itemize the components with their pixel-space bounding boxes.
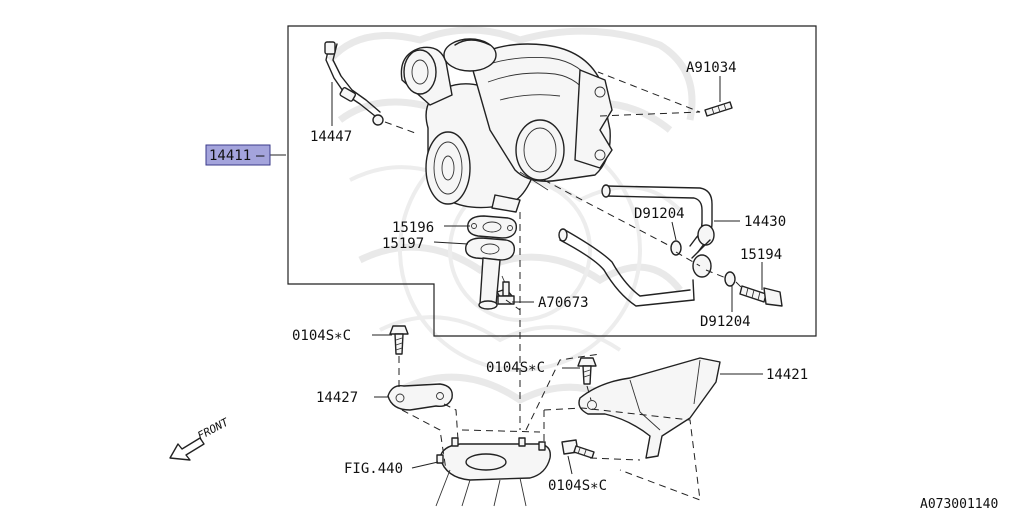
leader-lines [270, 76, 763, 475]
bolt-0104SC-lower[interactable] [561, 439, 595, 459]
callout-14447[interactable]: 14447 [310, 129, 352, 145]
callout-0104SC-middle[interactable]: 0104S∗C [486, 360, 545, 376]
gasket-15196[interactable] [467, 215, 518, 239]
callout-A70673[interactable]: A70673 [538, 295, 589, 311]
exhaust-flange-fig440[interactable] [435, 437, 551, 507]
oil-pipe-14447[interactable] [324, 41, 384, 126]
background-watermark [327, 26, 696, 413]
callout-14421[interactable]: 14421 [766, 367, 808, 383]
washer-D91204-lower[interactable] [724, 271, 736, 287]
bracket-14421[interactable] [578, 357, 721, 459]
water-pipe-14430[interactable] [558, 184, 715, 307]
callout-14427[interactable]: 14427 [316, 390, 358, 406]
stay-14427[interactable] [387, 383, 453, 411]
washer-D91204-upper[interactable] [670, 240, 682, 256]
callout-D91204-lower[interactable]: D91204 [700, 314, 751, 330]
callout-14430[interactable]: 14430 [744, 214, 786, 230]
front-label: FRONT [195, 415, 232, 443]
callout-15196[interactable]: 15196 [392, 220, 434, 236]
assembly-dash-lines [384, 71, 745, 501]
gasket-15197[interactable] [465, 237, 516, 261]
callout-14411[interactable]: 14411 [209, 148, 251, 164]
front-direction-indicator: FRONT [169, 415, 232, 461]
callout-14411-dash: — [256, 148, 265, 164]
callout-A91034[interactable]: A91034 [686, 60, 737, 76]
callout-0104SC-top[interactable]: 0104S∗C [292, 328, 351, 344]
bolt-0104SC-middle[interactable] [577, 357, 597, 385]
callout-0104SC-lower[interactable]: 0104S∗C [548, 478, 607, 494]
highlight-14411 [205, 144, 271, 166]
callout-15194[interactable]: 15194 [740, 247, 782, 263]
callout-D91204-upper[interactable]: D91204 [634, 206, 685, 222]
front-arrow-icon [169, 437, 205, 461]
union-bolt-15194[interactable] [739, 285, 783, 307]
callout-15197[interactable]: 15197 [382, 236, 424, 252]
figure-id: A073001140 [920, 497, 998, 512]
bolt-0104SC-top-left[interactable] [389, 325, 409, 355]
group-frame [287, 25, 817, 337]
callout-FIG440[interactable]: FIG.440 [344, 461, 403, 477]
turbocharger-14411[interactable] [400, 38, 613, 213]
stud-A91034[interactable] [704, 101, 733, 117]
